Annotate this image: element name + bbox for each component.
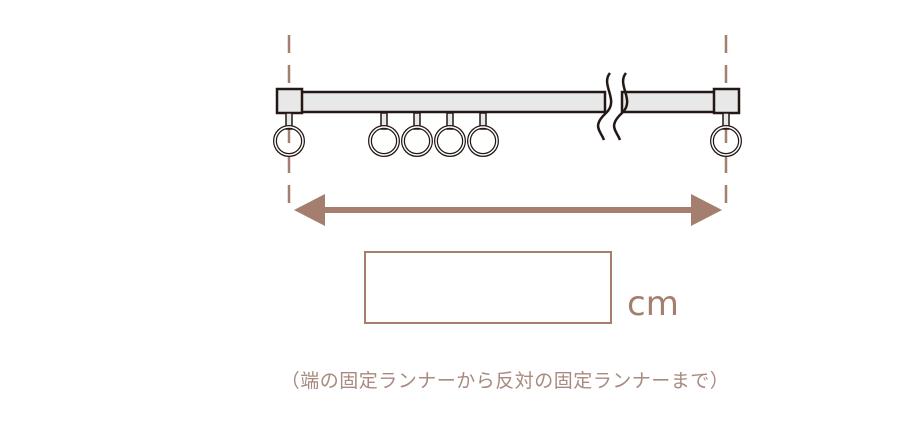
arrow-head-right <box>691 194 722 226</box>
runner <box>368 112 400 157</box>
break-mark-right <box>612 72 629 141</box>
runner <box>467 112 499 157</box>
runner <box>401 112 433 157</box>
fixed-runner-right <box>710 112 742 157</box>
runner <box>434 112 466 157</box>
rail-right-segment <box>620 90 718 114</box>
curtain-rail <box>275 72 741 141</box>
width-arrow <box>294 194 722 226</box>
fixed-runner-left <box>273 112 305 157</box>
end-cap-left <box>275 87 304 115</box>
measure-guide-lines <box>287 35 728 215</box>
caption: （端の固定ランナーから反対の固定ランナーまで） <box>280 370 730 392</box>
break-mark-left <box>596 72 613 141</box>
runners <box>273 112 742 157</box>
width-input-box[interactable] <box>364 251 612 324</box>
unit-label: cm <box>627 284 679 324</box>
rail-left-segment <box>298 90 607 114</box>
arrow-head-left <box>294 194 325 226</box>
end-cap-right <box>712 87 741 115</box>
